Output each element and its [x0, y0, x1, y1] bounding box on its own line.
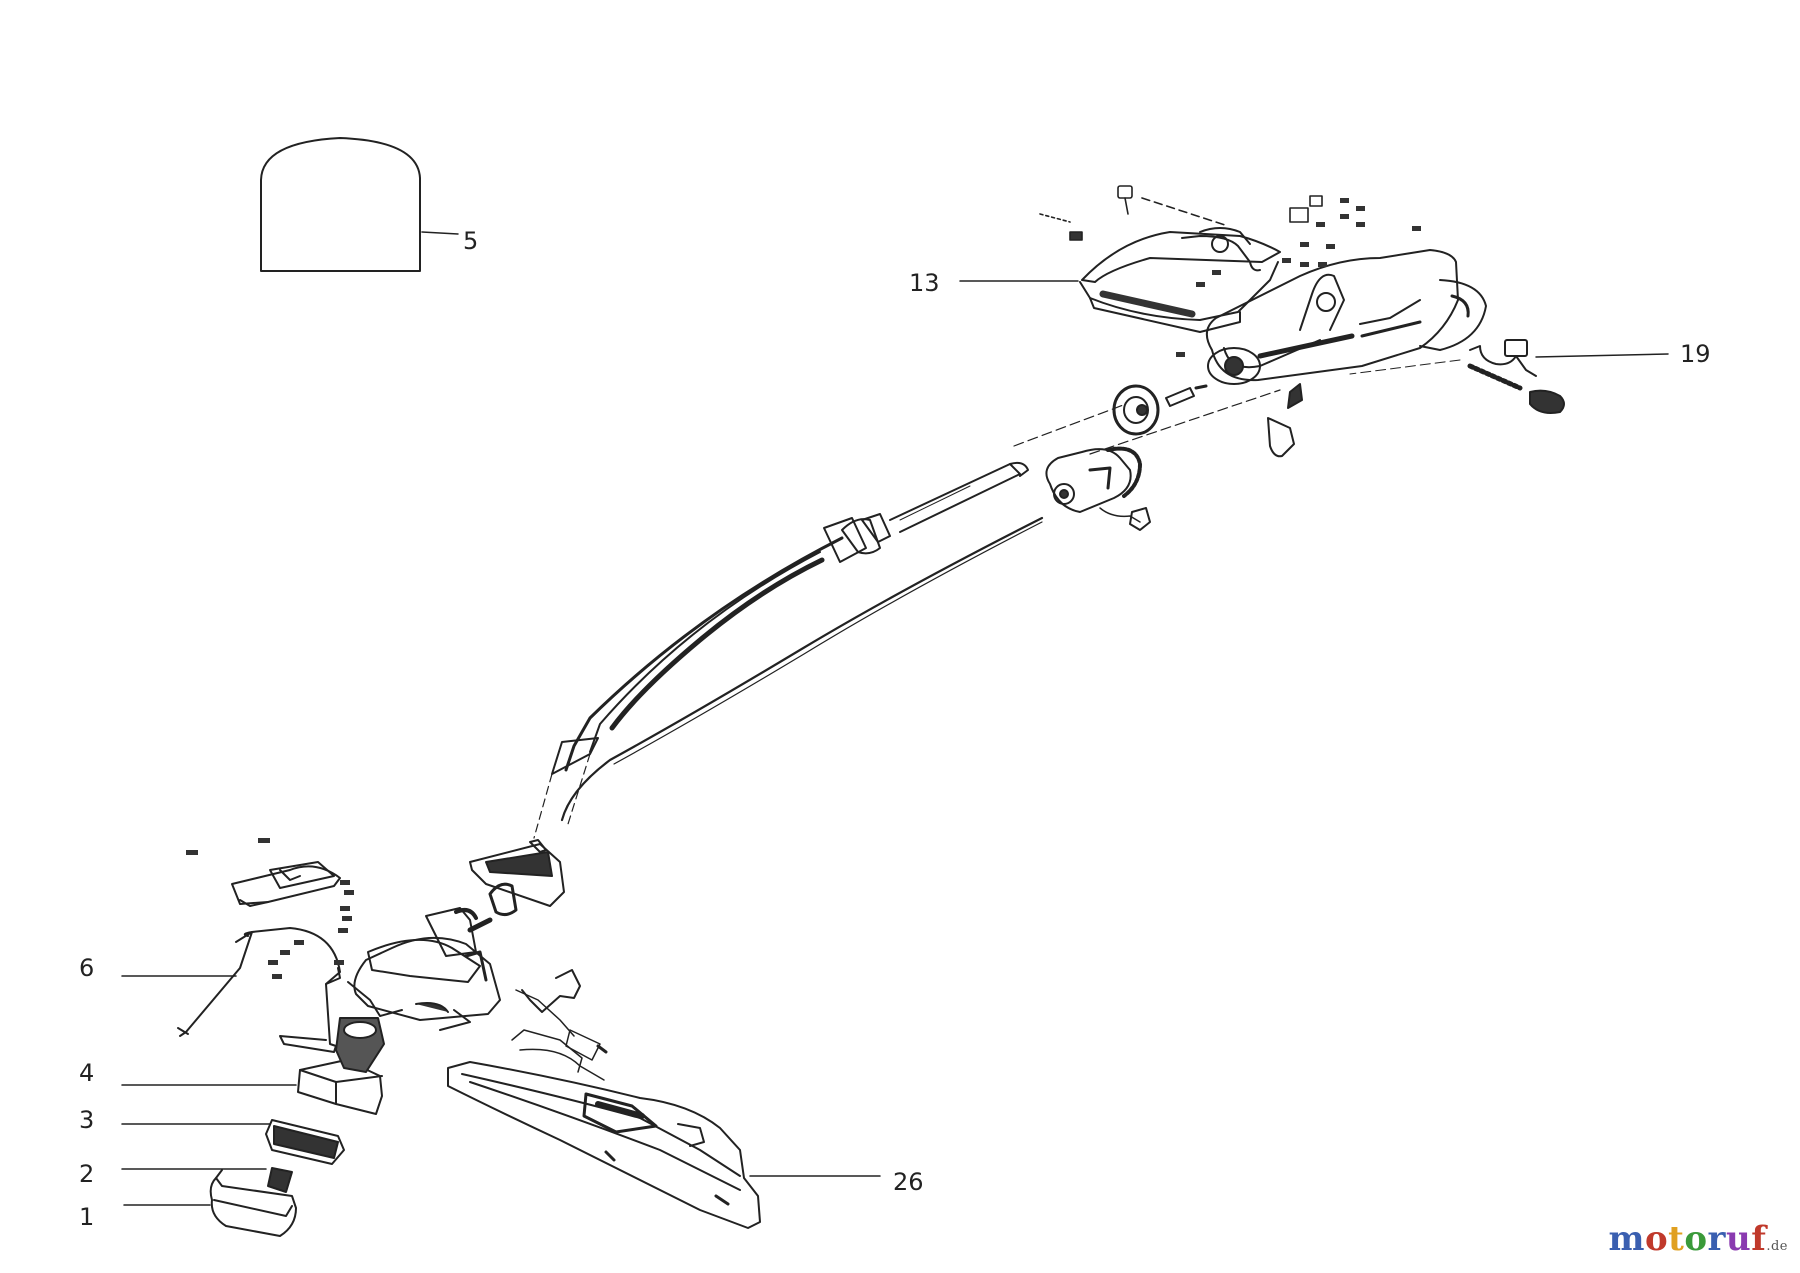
callout-1: 1	[79, 1203, 95, 1231]
logo-letter: t	[1668, 1219, 1685, 1259]
callout-4: 4	[79, 1059, 95, 1087]
callout-5: 5	[463, 227, 479, 255]
head-screws	[186, 838, 354, 979]
logo-letter: u	[1725, 1219, 1752, 1259]
callout-3: 3	[79, 1106, 95, 1134]
head-coupling	[469, 839, 565, 917]
callout-2: 2	[79, 1160, 95, 1188]
logo-letter: m	[1608, 1219, 1645, 1259]
part-5-manual	[260, 137, 459, 272]
curved-shaft	[533, 516, 1044, 839]
drive-gear	[1013, 383, 1303, 458]
logo-letter: f	[1751, 1219, 1767, 1259]
head-housing	[231, 861, 501, 1031]
callout-19: 19	[1680, 340, 1711, 368]
part-26-guard	[447, 969, 881, 1229]
upper-shaft	[823, 461, 1029, 563]
part-1-cap	[123, 1169, 297, 1237]
callout-6: 6	[79, 954, 95, 982]
part-3-spool	[121, 1119, 345, 1165]
logo-letters: motoruf	[1608, 1219, 1766, 1259]
part-6-guard	[121, 927, 341, 1053]
part-2-spring	[121, 1167, 293, 1193]
callout-13: 13	[909, 269, 940, 297]
part-4-spool-housing	[121, 1017, 385, 1115]
top-hardware	[1039, 185, 1421, 357]
part-19-switch	[1467, 339, 1669, 414]
callout-26: 26	[893, 1168, 924, 1196]
logo-letter: r	[1707, 1219, 1726, 1259]
part-13-handle	[959, 227, 1281, 333]
motor-unit	[1045, 446, 1151, 531]
logo-letter: o	[1644, 1219, 1669, 1259]
logo-tld: .de	[1766, 1239, 1788, 1254]
logo-letter: o	[1684, 1219, 1708, 1259]
motor-housing	[1205, 249, 1487, 385]
motoruf-logo: motoruf.de	[1608, 1219, 1788, 1259]
